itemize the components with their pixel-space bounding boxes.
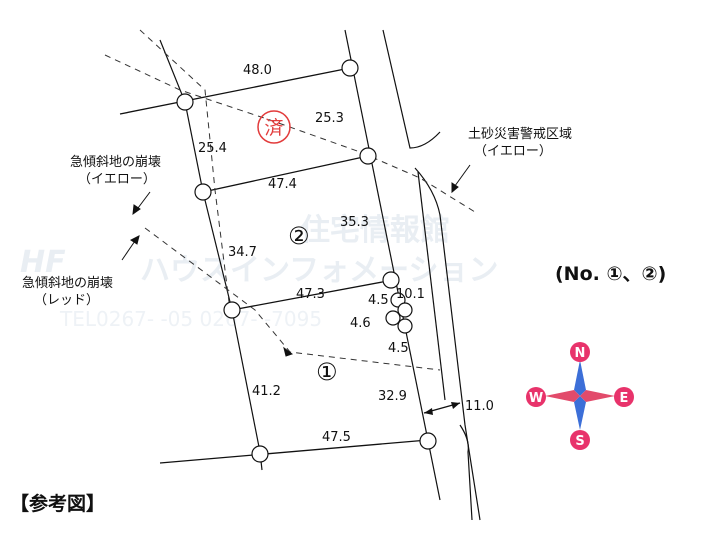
slope-yellow-arrow-head xyxy=(132,204,141,216)
marker-se xyxy=(419,432,437,450)
watermark-logo: HF xyxy=(20,245,66,280)
slope-red-label: 急傾斜地の崩壊 xyxy=(22,276,113,291)
compass-star-blue xyxy=(574,360,586,396)
north-boundary-line xyxy=(119,67,351,115)
stamp-circle xyxy=(257,110,291,144)
annotation-labels: 土砂災害警戒区域 （イエロー） 急傾斜地の崩壊 （イエロー） 急傾斜地の崩壊 （… xyxy=(22,126,572,308)
compass-north-badge xyxy=(570,342,590,362)
marker-plot2-e xyxy=(359,147,377,165)
marker-cluster-2 xyxy=(397,302,413,318)
compass-star-red-e xyxy=(580,390,615,402)
plot2-top-line xyxy=(202,155,369,193)
east-lot-boundary xyxy=(344,29,441,501)
marker-sw xyxy=(251,445,269,463)
slope-red-sublabel: （レッド） xyxy=(34,293,99,308)
dimension-labels: 48.0 25.3 25.4 47.4 35.3 34.7 47.3 4.5 1… xyxy=(198,63,494,445)
dim-mid-top: 47.4 xyxy=(268,177,297,192)
road-width-arrows xyxy=(424,402,460,415)
compass-west-badge xyxy=(526,387,546,407)
dim-plot2-west-top: 25.4 xyxy=(198,141,227,156)
compass-east-badge xyxy=(614,387,634,407)
marker-plot2-w xyxy=(194,183,212,201)
watermark-line2: ハウスインフォメーション xyxy=(140,253,499,288)
dim-plot2-west: 34.7 xyxy=(228,245,257,260)
compass-north-letter: N xyxy=(575,346,586,361)
dim-small-d: 4.5 xyxy=(388,341,409,356)
slope-yellow-sublabel: （イエロー） xyxy=(78,172,156,187)
dim-small-c: 4.6 xyxy=(350,316,371,331)
dim-plot2-east-top: 25.3 xyxy=(315,111,344,126)
dim-small-b: 10.1 xyxy=(396,287,425,302)
road-arrow-east xyxy=(451,402,460,409)
slope-red-arrow-head xyxy=(130,235,140,245)
south-boundary-line xyxy=(159,439,429,464)
dim-top-north: 48.0 xyxy=(243,63,272,78)
marker-cluster-4 xyxy=(397,318,413,334)
dim-bottom: 47.5 xyxy=(322,430,351,445)
compass-east-letter: E xyxy=(620,391,629,406)
landslide-arrow-head xyxy=(451,182,459,194)
slope-yellow-label: 急傾斜地の崩壊 xyxy=(70,155,161,170)
slope-red-line xyxy=(144,227,441,371)
plot-reference: (No. ①、②) xyxy=(555,263,666,285)
dim-mid-bottom: 47.3 xyxy=(296,287,325,302)
plot-divider-line xyxy=(231,279,394,311)
landslide-zone-line xyxy=(104,54,476,213)
road-arrow-west xyxy=(424,408,433,415)
road-east-edge xyxy=(382,29,481,521)
landslide-zone-label: 土砂災害警戒区域 xyxy=(468,126,572,142)
hazard-dashed-lines xyxy=(104,29,476,371)
red-line-arrow-head xyxy=(283,346,294,357)
compass-star-blue-s xyxy=(574,396,586,430)
marker-divider-w xyxy=(223,301,241,319)
dim-plot1-east: 32.9 xyxy=(378,389,407,404)
watermark-line1: 住宅情報館 xyxy=(300,213,450,248)
compass-star-red-w xyxy=(545,390,580,402)
slope-yellow-line-a xyxy=(139,29,231,311)
dim-plot1-west: 41.2 xyxy=(252,384,281,399)
plot-number-2: ② xyxy=(288,222,310,250)
road-lower-curve xyxy=(459,424,473,521)
landslide-zone-sublabel: （イエロー） xyxy=(474,144,552,159)
marker-ne xyxy=(341,59,359,77)
watermark-line3: TEL0267- -05 0267- -7095 xyxy=(59,307,322,331)
marker-cluster-3 xyxy=(385,310,401,326)
road-east-inner xyxy=(417,171,446,401)
compass: N S W E xyxy=(526,342,634,450)
stamp-text: 済 xyxy=(264,117,283,139)
plot-number-1: ① xyxy=(316,358,338,386)
dim-road-width: 11.0 xyxy=(465,399,494,414)
annotation-arrows xyxy=(121,164,471,357)
reference-caption: 【参考図】 xyxy=(10,492,105,515)
marker-divider-e xyxy=(382,271,400,289)
compass-west-letter: W xyxy=(529,391,543,406)
boundary-markers xyxy=(176,59,437,463)
watermark: HF 住宅情報館 ハウスインフォメーション TEL0267- -05 0267-… xyxy=(20,213,499,331)
compass-south-letter: S xyxy=(575,434,584,449)
sold-stamp: 済 xyxy=(257,110,291,144)
compass-south-badge xyxy=(570,430,590,450)
marker-nw xyxy=(176,93,194,111)
dim-plot2-east: 35.3 xyxy=(340,215,369,230)
dim-small-a: 4.5 xyxy=(368,293,389,308)
